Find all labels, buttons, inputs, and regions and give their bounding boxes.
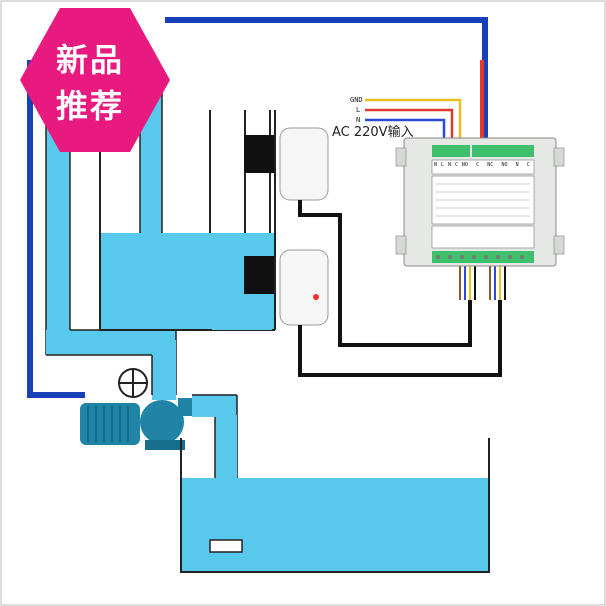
terminal-label: C [476, 162, 480, 168]
terminal-label: L [440, 162, 444, 168]
lower-sensor-body [279, 249, 329, 326]
lower-sensor-clamp [244, 256, 274, 294]
upper-level-sensor [244, 127, 329, 201]
lower-tank-walls [180, 438, 490, 573]
upper-sensor-cable [298, 200, 472, 347]
foot-valve-inlet [209, 539, 243, 553]
power-wire-n [365, 118, 446, 145]
lower-sensor-led [313, 294, 319, 300]
terminal-label: N [447, 162, 451, 168]
power-wire-gnd [365, 98, 462, 145]
controller-terminal-block-bottom [432, 251, 534, 263]
controller-spec-lines [436, 183, 530, 217]
pump-base [145, 440, 185, 450]
badge-line-1: 新品 [55, 41, 124, 79]
terminal-label: N [515, 162, 519, 168]
power-wire-l [365, 108, 454, 145]
controller-mount-tab-br [553, 235, 565, 255]
pump-outlet-flange [178, 398, 194, 416]
controller-mount-tab-bl [395, 235, 407, 255]
sensor-wire-bundles [459, 265, 506, 300]
badge-hexagon [20, 8, 170, 152]
terminal-label: N [433, 162, 437, 168]
controller-terminal-block-left [432, 145, 470, 157]
controller-bottom-label [431, 225, 535, 249]
terminal-label: C [526, 162, 530, 168]
lower-level-sensor [244, 249, 329, 326]
blue-pipe-top [165, 17, 488, 150]
lower-tank-water [181, 478, 489, 572]
terminal-label: NO [461, 162, 468, 168]
controller-mount-tab-tl [395, 147, 407, 167]
pump-intake-pipe-water [152, 340, 176, 400]
sensor-gap-water [212, 310, 272, 330]
controller-terminals-right: C NC NO N C [472, 162, 534, 168]
upper-sensor-body [279, 127, 329, 201]
wire-tag-l: L [356, 106, 361, 114]
controller-screws [436, 255, 524, 259]
blue-return-pipe-left [27, 60, 85, 398]
controller-terminal-block-right [472, 145, 534, 157]
terminal-label: C [454, 162, 458, 168]
controller-terminal-label-strip [431, 159, 535, 175]
water-pump [80, 368, 194, 450]
terminal-label: NC [487, 162, 494, 168]
badge-line-2: 推荐 [55, 87, 124, 125]
upper-sensor-clamp [244, 135, 274, 173]
lower-sensor-cable [298, 300, 502, 377]
terminal-label: NO [501, 162, 508, 168]
wire-tag-gnd: GND [350, 96, 363, 104]
pump-to-tank-pipe-horizontal [192, 395, 237, 417]
wire-tag-n: N [356, 116, 361, 124]
level-controller [395, 137, 565, 267]
pump-motor-fins [87, 406, 129, 442]
pump-housing [140, 400, 184, 444]
controller-mount-tab-tr [553, 147, 565, 167]
power-input-label: AC 220V输入 [332, 125, 414, 140]
